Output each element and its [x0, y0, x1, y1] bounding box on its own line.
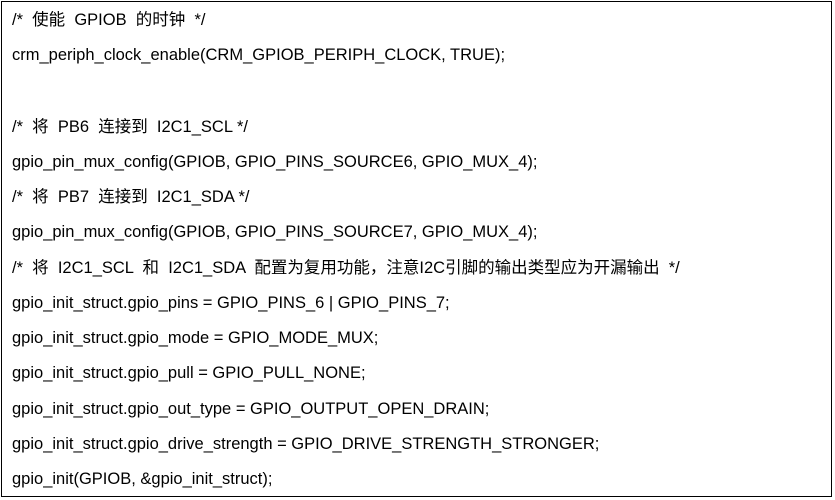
code-line-gpio-pins: gpio_init_struct.gpio_pins = GPIO_PINS_6… — [12, 294, 450, 312]
code-line-gpio-mode: gpio_init_struct.gpio_mode = GPIO_MODE_M… — [12, 329, 379, 347]
code-comment-pb6-scl: /* 将 PB6 连接到 I2C1_SCL */ — [12, 118, 248, 136]
code-comment-enable-clock: /* 使能 GPIOB 的时钟 */ — [12, 11, 206, 29]
code-comment-open-drain: /* 将 I2C1_SCL 和 I2C1_SDA 配置为复用功能，注意I2C引脚… — [12, 259, 680, 277]
code-line-clock-enable: crm_periph_clock_enable(CRM_GPIOB_PERIPH… — [12, 46, 506, 64]
code-comment-pb7-sda: /* 将 PB7 连接到 I2C1_SDA */ — [12, 188, 250, 206]
code-line-gpio-pull: gpio_init_struct.gpio_pull = GPIO_PULL_N… — [12, 364, 366, 382]
code-line-gpio-drive-strength: gpio_init_struct.gpio_drive_strength = G… — [12, 435, 600, 453]
code-line-mux-pb7: gpio_pin_mux_config(GPIOB, GPIO_PINS_SOU… — [12, 223, 538, 241]
code-line-gpio-init: gpio_init(GPIOB, &gpio_init_struct); — [12, 470, 273, 488]
code-line-gpio-out-type: gpio_init_struct.gpio_out_type = GPIO_OU… — [12, 400, 490, 418]
code-line-mux-pb6: gpio_pin_mux_config(GPIOB, GPIO_PINS_SOU… — [12, 153, 538, 171]
